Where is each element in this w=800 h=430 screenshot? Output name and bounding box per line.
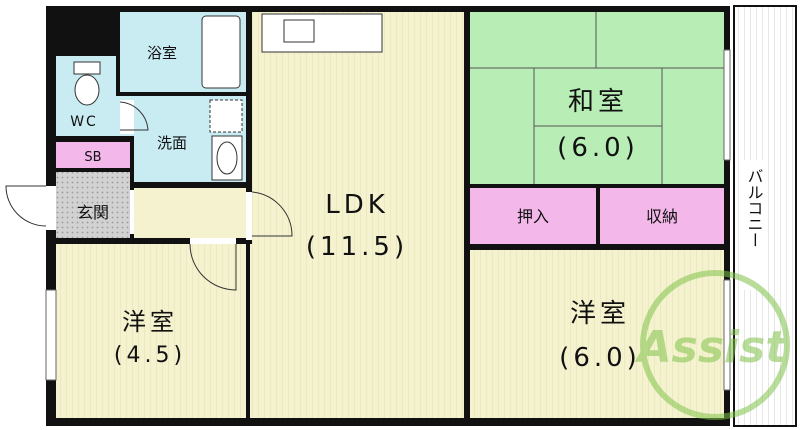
western-left-size-label: (4.5) [114,343,186,368]
ldk-room [250,12,464,418]
wc-label: WC [70,114,98,130]
entrance-label: 玄関 [77,203,109,222]
western-left-name-label: 洋室 [122,308,178,336]
ldk-size-label: (11.5) [306,232,408,262]
door-swings [5,101,293,291]
washitsu-room [470,12,724,184]
ldk-name-label: LDK [325,190,389,220]
washitsu-name-label: 和室 [568,87,628,117]
toilet-bowl [74,74,100,106]
washitsu-size-label: (6.0) [557,133,639,163]
oshiire-label: 押入 [517,207,549,226]
bathtub [201,15,241,89]
shoe-box-label: SB [84,150,101,165]
watermark-logo: Assist [635,270,790,420]
shoe-box [56,142,130,170]
washer-pan [209,99,243,133]
entrance [56,172,130,238]
balcony-label: バルコニー [745,168,764,248]
toilet-tank [73,61,101,75]
washroom-label: 洗面 [157,134,187,152]
western-right-size-label: (6.0) [559,343,641,373]
storage-closet [600,188,724,244]
inner-walls [46,6,730,426]
western-right-name-label: 洋室 [570,299,630,329]
tatami-lines [470,12,724,184]
kitchen-counter [261,13,383,53]
windows [45,49,731,391]
western-room-left [56,244,246,418]
storage-label: 収納 [646,207,678,226]
bath-label: 浴室 [147,44,177,62]
watermark-text: Assist [635,322,789,373]
kitchen-sink [283,19,315,43]
door-openings [46,100,252,244]
hallway [134,188,246,238]
oshiire-closet [470,188,596,244]
